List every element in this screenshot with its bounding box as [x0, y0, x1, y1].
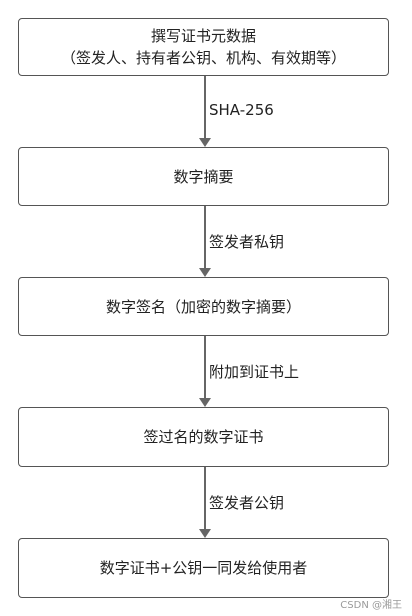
arrow-1: [197, 76, 213, 147]
step-label: 数字证书+公钥一同发给使用者: [99, 559, 308, 577]
arrow-line: [204, 76, 206, 138]
arrow-2: [197, 206, 213, 277]
edge-label-attach-to-cert: 附加到证书上: [209, 363, 300, 381]
arrow-head-icon: [199, 138, 211, 147]
arrow-3: [197, 336, 213, 407]
step-send-to-user: 数字证书+公钥一同发给使用者: [18, 538, 389, 598]
step-label: 数字签名（加密的数字摘要）: [105, 297, 301, 316]
step-digest: 数字摘要: [18, 147, 389, 206]
step-sublabel: （签发人、持有者公钥、机构、有效期等）: [60, 49, 346, 67]
arrow-head-icon: [199, 529, 211, 538]
arrow-4: [197, 467, 213, 538]
arrow-head-icon: [199, 398, 211, 407]
edge-label-issuer-public-key: 签发者公钥: [209, 494, 285, 512]
step-signed-certificate: 签过名的数字证书: [18, 407, 389, 467]
arrow-head-icon: [199, 268, 211, 277]
arrow-line: [204, 206, 206, 268]
step-label: 签过名的数字证书: [143, 428, 264, 446]
watermark: CSDN @湘王: [340, 600, 402, 611]
arrow-line: [204, 336, 206, 398]
step-write-cert-metadata: 撰写证书元数据 （签发人、持有者公钥、机构、有效期等）: [18, 18, 389, 76]
step-digital-signature: 数字签名（加密的数字摘要）: [18, 277, 389, 336]
arrow-line: [204, 467, 206, 529]
edge-label-issuer-private-key: 签发者私钥: [209, 233, 285, 251]
step-label: 数字摘要: [173, 167, 234, 186]
step-label: 撰写证书元数据: [150, 27, 256, 45]
edge-label-sha256: SHA-256: [209, 101, 274, 119]
